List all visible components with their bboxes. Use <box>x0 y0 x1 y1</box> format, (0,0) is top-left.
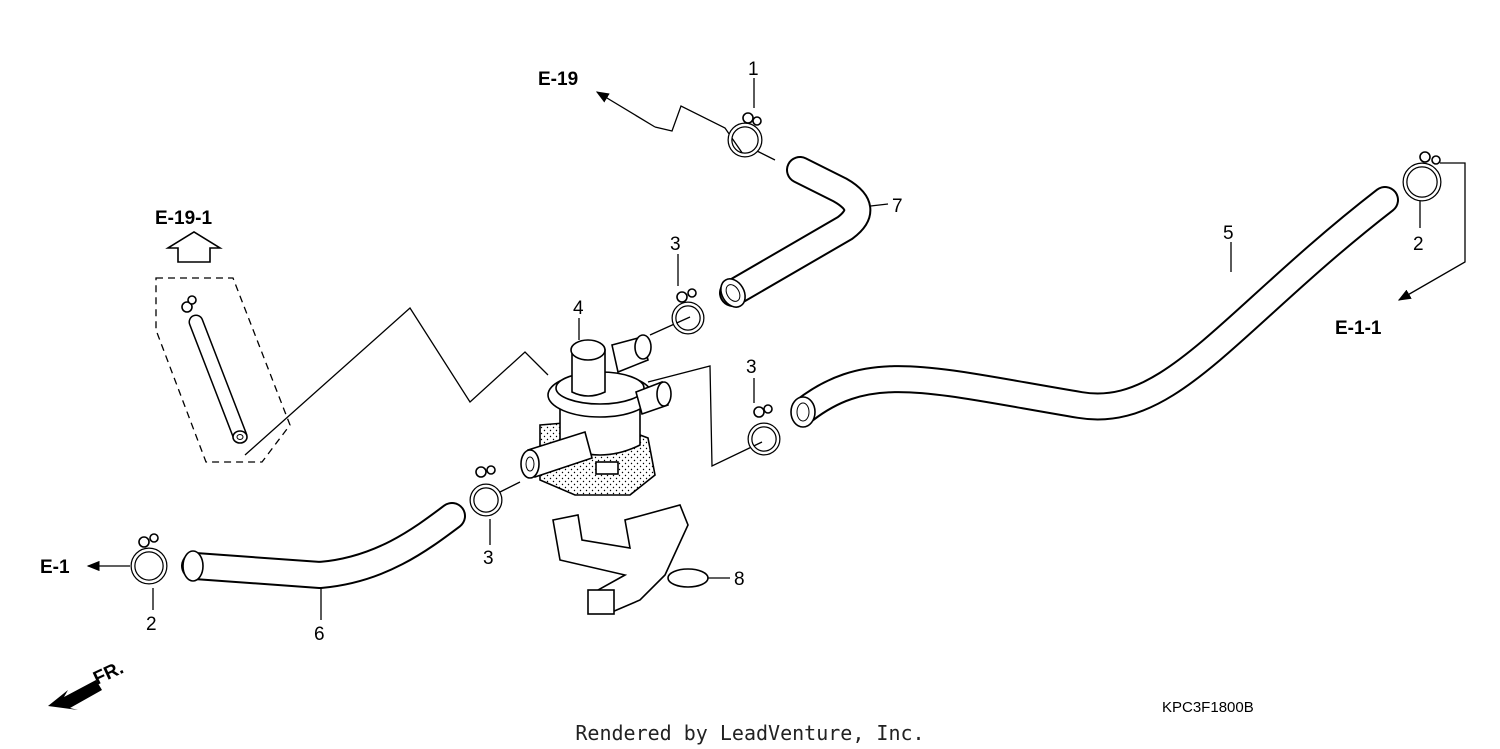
clip-2-right <box>1402 151 1442 202</box>
credit-text: Rendered by LeadVenture, Inc. <box>575 721 924 745</box>
diagram-code: KPC3F1800B <box>1162 699 1254 716</box>
front-direction-arrow: FR. <box>48 658 127 710</box>
hose-6 <box>181 502 466 589</box>
small-clip <box>181 295 197 313</box>
up-arrow-icon <box>165 231 223 263</box>
clip-3-top <box>671 288 705 335</box>
clip-3-bottom <box>469 465 503 517</box>
callout-7: 7 <box>892 196 903 217</box>
clip-3-middle <box>747 404 781 456</box>
bracket-8 <box>552 504 709 615</box>
callout-6: 6 <box>314 624 325 645</box>
callout-3-middle: 3 <box>746 357 757 378</box>
hose-7 <box>719 156 872 308</box>
clip-1 <box>727 112 763 158</box>
callout-3-top: 3 <box>670 234 681 255</box>
ref-e19: E-19 <box>538 69 578 90</box>
valve-4 <box>520 334 672 496</box>
callout-5: 5 <box>1223 223 1234 244</box>
callout-1: 1 <box>748 59 759 80</box>
hose-5 <box>790 186 1399 428</box>
ref-e19-1: E-19-1 <box>155 208 212 229</box>
ref-e1: E-1 <box>40 557 70 578</box>
ref-e1-1: E-1-1 <box>1335 318 1382 339</box>
callout-8: 8 <box>734 569 745 590</box>
callout-2-left: 2 <box>146 614 157 635</box>
callout-4: 4 <box>573 298 584 319</box>
leader-lines <box>86 78 1466 620</box>
callout-2-right: 2 <box>1413 234 1424 255</box>
callout-3-bottom: 3 <box>483 548 494 569</box>
sub-assembly-box <box>155 277 291 463</box>
clip-2-left <box>130 533 168 585</box>
